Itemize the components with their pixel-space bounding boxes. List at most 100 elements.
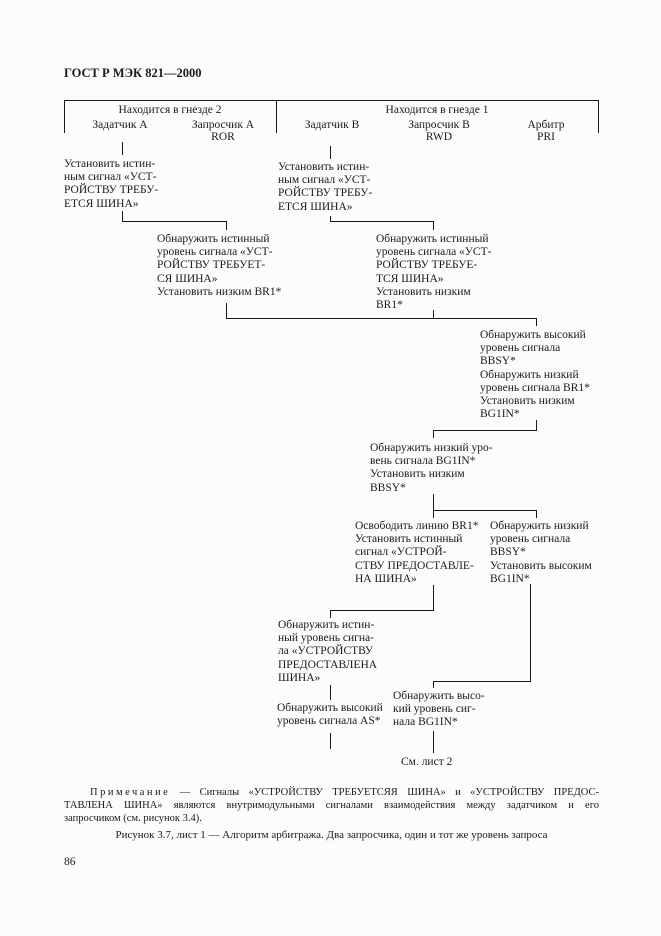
col-master-a: Задатчик А xyxy=(92,119,148,131)
node-line: Обнаружить низкий уро- xyxy=(370,442,493,454)
connector xyxy=(530,584,531,681)
header-right-tick xyxy=(598,100,599,133)
node-line: уровень сигнала AS* xyxy=(277,715,381,728)
connector xyxy=(433,681,434,688)
node-master-b-grant: Обнаружить истин- ный уровень сигна- ла … xyxy=(278,619,386,685)
col-arbiter: Арбитр xyxy=(527,119,565,131)
slot1-label: Находится в гнезде 1 xyxy=(385,104,489,116)
node-line: уровень сигнала «УСТ- xyxy=(157,246,273,259)
col-requester-b: Запросчик В xyxy=(408,119,470,131)
node-line: уровень сигнала xyxy=(480,342,561,355)
node-line: кий уровень сиг- xyxy=(393,703,476,716)
connector xyxy=(330,685,331,700)
page-number: 86 xyxy=(64,856,76,868)
connector xyxy=(433,510,434,518)
connector xyxy=(536,510,537,518)
node-line: Освободить линию BR1* xyxy=(355,520,479,532)
node-line: РОЙСТВУ ТРЕБУЕТ- xyxy=(157,259,266,272)
node-line: Установить истин- xyxy=(278,161,370,173)
note-line: Примечание — Сигналы «УСТРОЙСТВУ ТРЕБУЕТ… xyxy=(64,786,599,799)
connector xyxy=(122,211,123,221)
connector xyxy=(330,733,331,749)
connector xyxy=(330,216,331,222)
connector xyxy=(433,731,434,753)
note: Примечание — Сигналы «УСТРОЙСТВУ ТРЕБУЕТ… xyxy=(64,786,599,825)
connector xyxy=(433,310,434,318)
node-line: уровень сигнала BR1* xyxy=(480,381,590,394)
note-line: запросчиком (см. рисунок 3.4). xyxy=(64,813,202,824)
node-master-a-set-request: Установить истин- ным сигнал «УСТ- РОЙСТ… xyxy=(64,158,170,211)
node-line: Обнаружить истинный xyxy=(376,233,489,245)
col-requester-a-code: ROR xyxy=(211,131,235,143)
node-line: сигнал «УСТРОЙ- xyxy=(355,546,447,559)
slot2-label: Находится в гнезде 2 xyxy=(118,104,222,116)
node-line: BBSY* xyxy=(370,481,406,494)
connector xyxy=(536,318,537,326)
node-line: ла «УСТРОЙСТВУ xyxy=(278,645,374,658)
node-line: Установить высоким xyxy=(490,559,592,572)
header-left-tick xyxy=(64,100,65,133)
node-line: Обнаружить низкий xyxy=(490,520,589,532)
connector xyxy=(433,221,434,230)
node-master-b-as: Обнаружить высокий уровень сигнала AS* xyxy=(277,702,387,728)
node-rwd-bg-high: Обнаружить высо- кий уровень сиг- нала B… xyxy=(393,690,495,730)
figure-caption: Рисунок 3.7, лист 1 — Алгоритм арбитража… xyxy=(115,829,548,841)
node-line: Установить низким xyxy=(480,395,575,408)
col-master-b: Задатчик В xyxy=(304,119,360,131)
header-top-line xyxy=(64,100,599,101)
node-line: Установить низким xyxy=(370,468,465,481)
connector xyxy=(226,303,227,318)
node-line: РОЙСТВУ ТРЕБУ- xyxy=(64,184,159,197)
node-line: Обнаружить низкий xyxy=(480,368,579,381)
header-divider xyxy=(276,100,277,133)
node-line: Обнаружить истин- xyxy=(278,619,375,631)
node-line: Установить истинный xyxy=(355,533,463,546)
node-line: РОЙСТВУ ТРЕБУ- xyxy=(278,187,373,200)
node-line: BBSY* xyxy=(490,546,526,559)
connector xyxy=(433,430,537,431)
connector xyxy=(433,681,531,682)
node-line: Установить низким xyxy=(376,285,471,298)
node-line: уровень сигнала xyxy=(490,533,571,546)
node-line: НА ШИНА» xyxy=(355,572,417,585)
node-rwd-detect: Обнаружить истинный уровень сигнала «УСТ… xyxy=(376,233,500,312)
connector xyxy=(122,221,226,222)
node-line: Установить низким BR1* xyxy=(157,285,282,298)
connector xyxy=(536,420,537,430)
join-line xyxy=(226,318,536,319)
node-line: ШИНА» xyxy=(278,671,321,684)
node-arbiter-detect: Обнаружить высокий уровень сигнала BBSY*… xyxy=(480,329,598,421)
page-header: ГОСТ Р МЭК 821—2000 xyxy=(64,66,202,80)
connector xyxy=(330,221,433,222)
col-requester-b-code: RWD xyxy=(425,131,453,143)
node-line: РОЙСТВУ ТРЕБУЕ- xyxy=(376,259,478,272)
connector xyxy=(122,142,123,155)
col-requester-a: Запросчик А xyxy=(191,119,255,131)
node-master-b-set-request: Установить истин- ным сигнал «УСТ- РОЙСТ… xyxy=(278,161,386,214)
node-line: BR1* xyxy=(376,299,403,312)
node-line: BG1IN* xyxy=(480,408,520,421)
node-line: Обнаружить высо- xyxy=(393,690,485,702)
node-line: Установить истин- xyxy=(64,158,156,170)
node-arbiter-bbsy: Обнаружить низкий уровень сигнала BBSY* … xyxy=(490,520,599,586)
node-line: уровень сигнала «УСТ- xyxy=(376,246,492,259)
connector xyxy=(330,146,331,159)
node-line: BBSY* xyxy=(480,355,516,368)
node-rwd-bg-detect: Обнаружить низкий уро- вень сигнала BG1I… xyxy=(370,442,501,495)
col-arbiter-code: PRI xyxy=(537,131,555,143)
note-text: — Сигналы «УСТРОЙСТВУ ТРЕБУЕТСЯЯ ШИНА» и… xyxy=(170,787,599,798)
node-line: Обнаружить высокий xyxy=(277,702,383,714)
node-line: Обнаружить высокий xyxy=(480,329,586,341)
note-line: ТАВЛЕНА ШИНА» являются внутримодульными … xyxy=(64,800,599,811)
connector xyxy=(433,430,434,438)
node-line: BG1IN* xyxy=(490,572,530,585)
node-line: СЯ ШИНА» xyxy=(157,272,218,285)
node-line: ЕТСЯ ШИНА» xyxy=(278,200,353,213)
connector xyxy=(330,610,434,611)
node-line: ПРЕДОСТАВЛЕНА xyxy=(278,658,378,671)
node-line: ЕТСЯ ШИНА» xyxy=(64,197,139,210)
node-line: ный уровень сигна- xyxy=(278,632,374,645)
connector xyxy=(226,221,227,230)
connector xyxy=(330,610,331,618)
continuation-label: См. лист 2 xyxy=(401,756,453,768)
